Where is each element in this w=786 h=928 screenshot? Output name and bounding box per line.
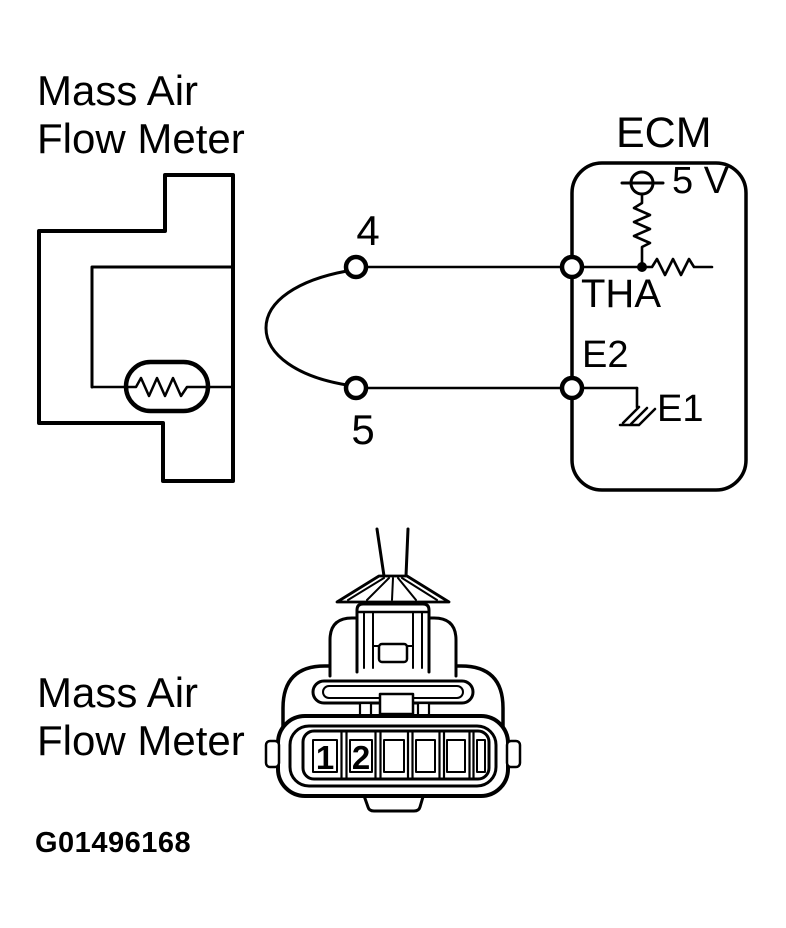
maf-label-top-line1: Mass Air [37, 67, 199, 114]
harness-wiring [264, 265, 643, 390]
connector-pin-circles [343, 254, 585, 401]
terminal-1-label: 1 [315, 739, 335, 776]
terminal-dividers [340, 729, 475, 781]
maf-label-top: Mass Air Flow Meter [37, 67, 245, 163]
terminal-strip [301, 729, 491, 781]
latch-tower [355, 602, 431, 674]
ecm-outline [570, 161, 748, 492]
cavity-5-box [446, 739, 466, 773]
pin-4-circle [343, 254, 369, 280]
pin-5-circle [343, 375, 369, 401]
collar-notch [378, 692, 415, 716]
terminal-2-label: 2 [351, 739, 371, 776]
connector-face-inner [288, 724, 498, 788]
e1-terminal-label: E1 [657, 388, 704, 430]
thermistor-icon [123, 359, 211, 414]
wire-boot-fan-lines [347, 577, 438, 601]
cavity-6-box [476, 739, 486, 773]
ecm-box [570, 161, 748, 492]
maf-label-top-line2: Flow Meter [37, 115, 245, 162]
ecm-e2-pin-circle [559, 375, 585, 401]
maf-inner-circuit [90, 265, 235, 389]
pullup-resistor-icon [632, 192, 652, 264]
cavity-2-box [349, 739, 373, 773]
ecm-tha-pin-circle [559, 254, 585, 280]
junction-dot [637, 262, 647, 272]
ecm-title: ECM [616, 109, 712, 157]
maf-connector-illustration [264, 527, 522, 813]
cavity-4-box [415, 739, 436, 773]
maf-label-bottom-line2: Flow Meter [37, 717, 245, 764]
pin-5-label: 5 [351, 406, 375, 453]
supply-5v-label: 5 V [672, 160, 730, 202]
side-tab-right [505, 739, 522, 769]
series-resistor-icon [645, 257, 714, 277]
maf-label-bottom: Mass Air Flow Meter [37, 669, 245, 765]
cavity-3-box [383, 739, 405, 773]
figure-id: G01496168 [35, 827, 192, 859]
pin-4-label: 4 [356, 207, 380, 254]
cavity-1-box [312, 739, 338, 773]
chassis-ground-icon [618, 405, 657, 427]
wire-loop-arc [264, 269, 349, 387]
side-tab-left [264, 739, 281, 769]
maf-schematic-symbol [37, 173, 235, 483]
tha-terminal-label: THA [581, 272, 661, 316]
terminal-cavities [312, 739, 486, 773]
maf-body-outline [37, 173, 235, 483]
thermistor-resistor-zigzag [90, 376, 235, 398]
connector-wires [375, 527, 410, 578]
maf-label-bottom-line1: Mass Air [37, 669, 199, 716]
latch-clip [377, 642, 409, 664]
e2-terminal-label: E2 [582, 334, 629, 376]
